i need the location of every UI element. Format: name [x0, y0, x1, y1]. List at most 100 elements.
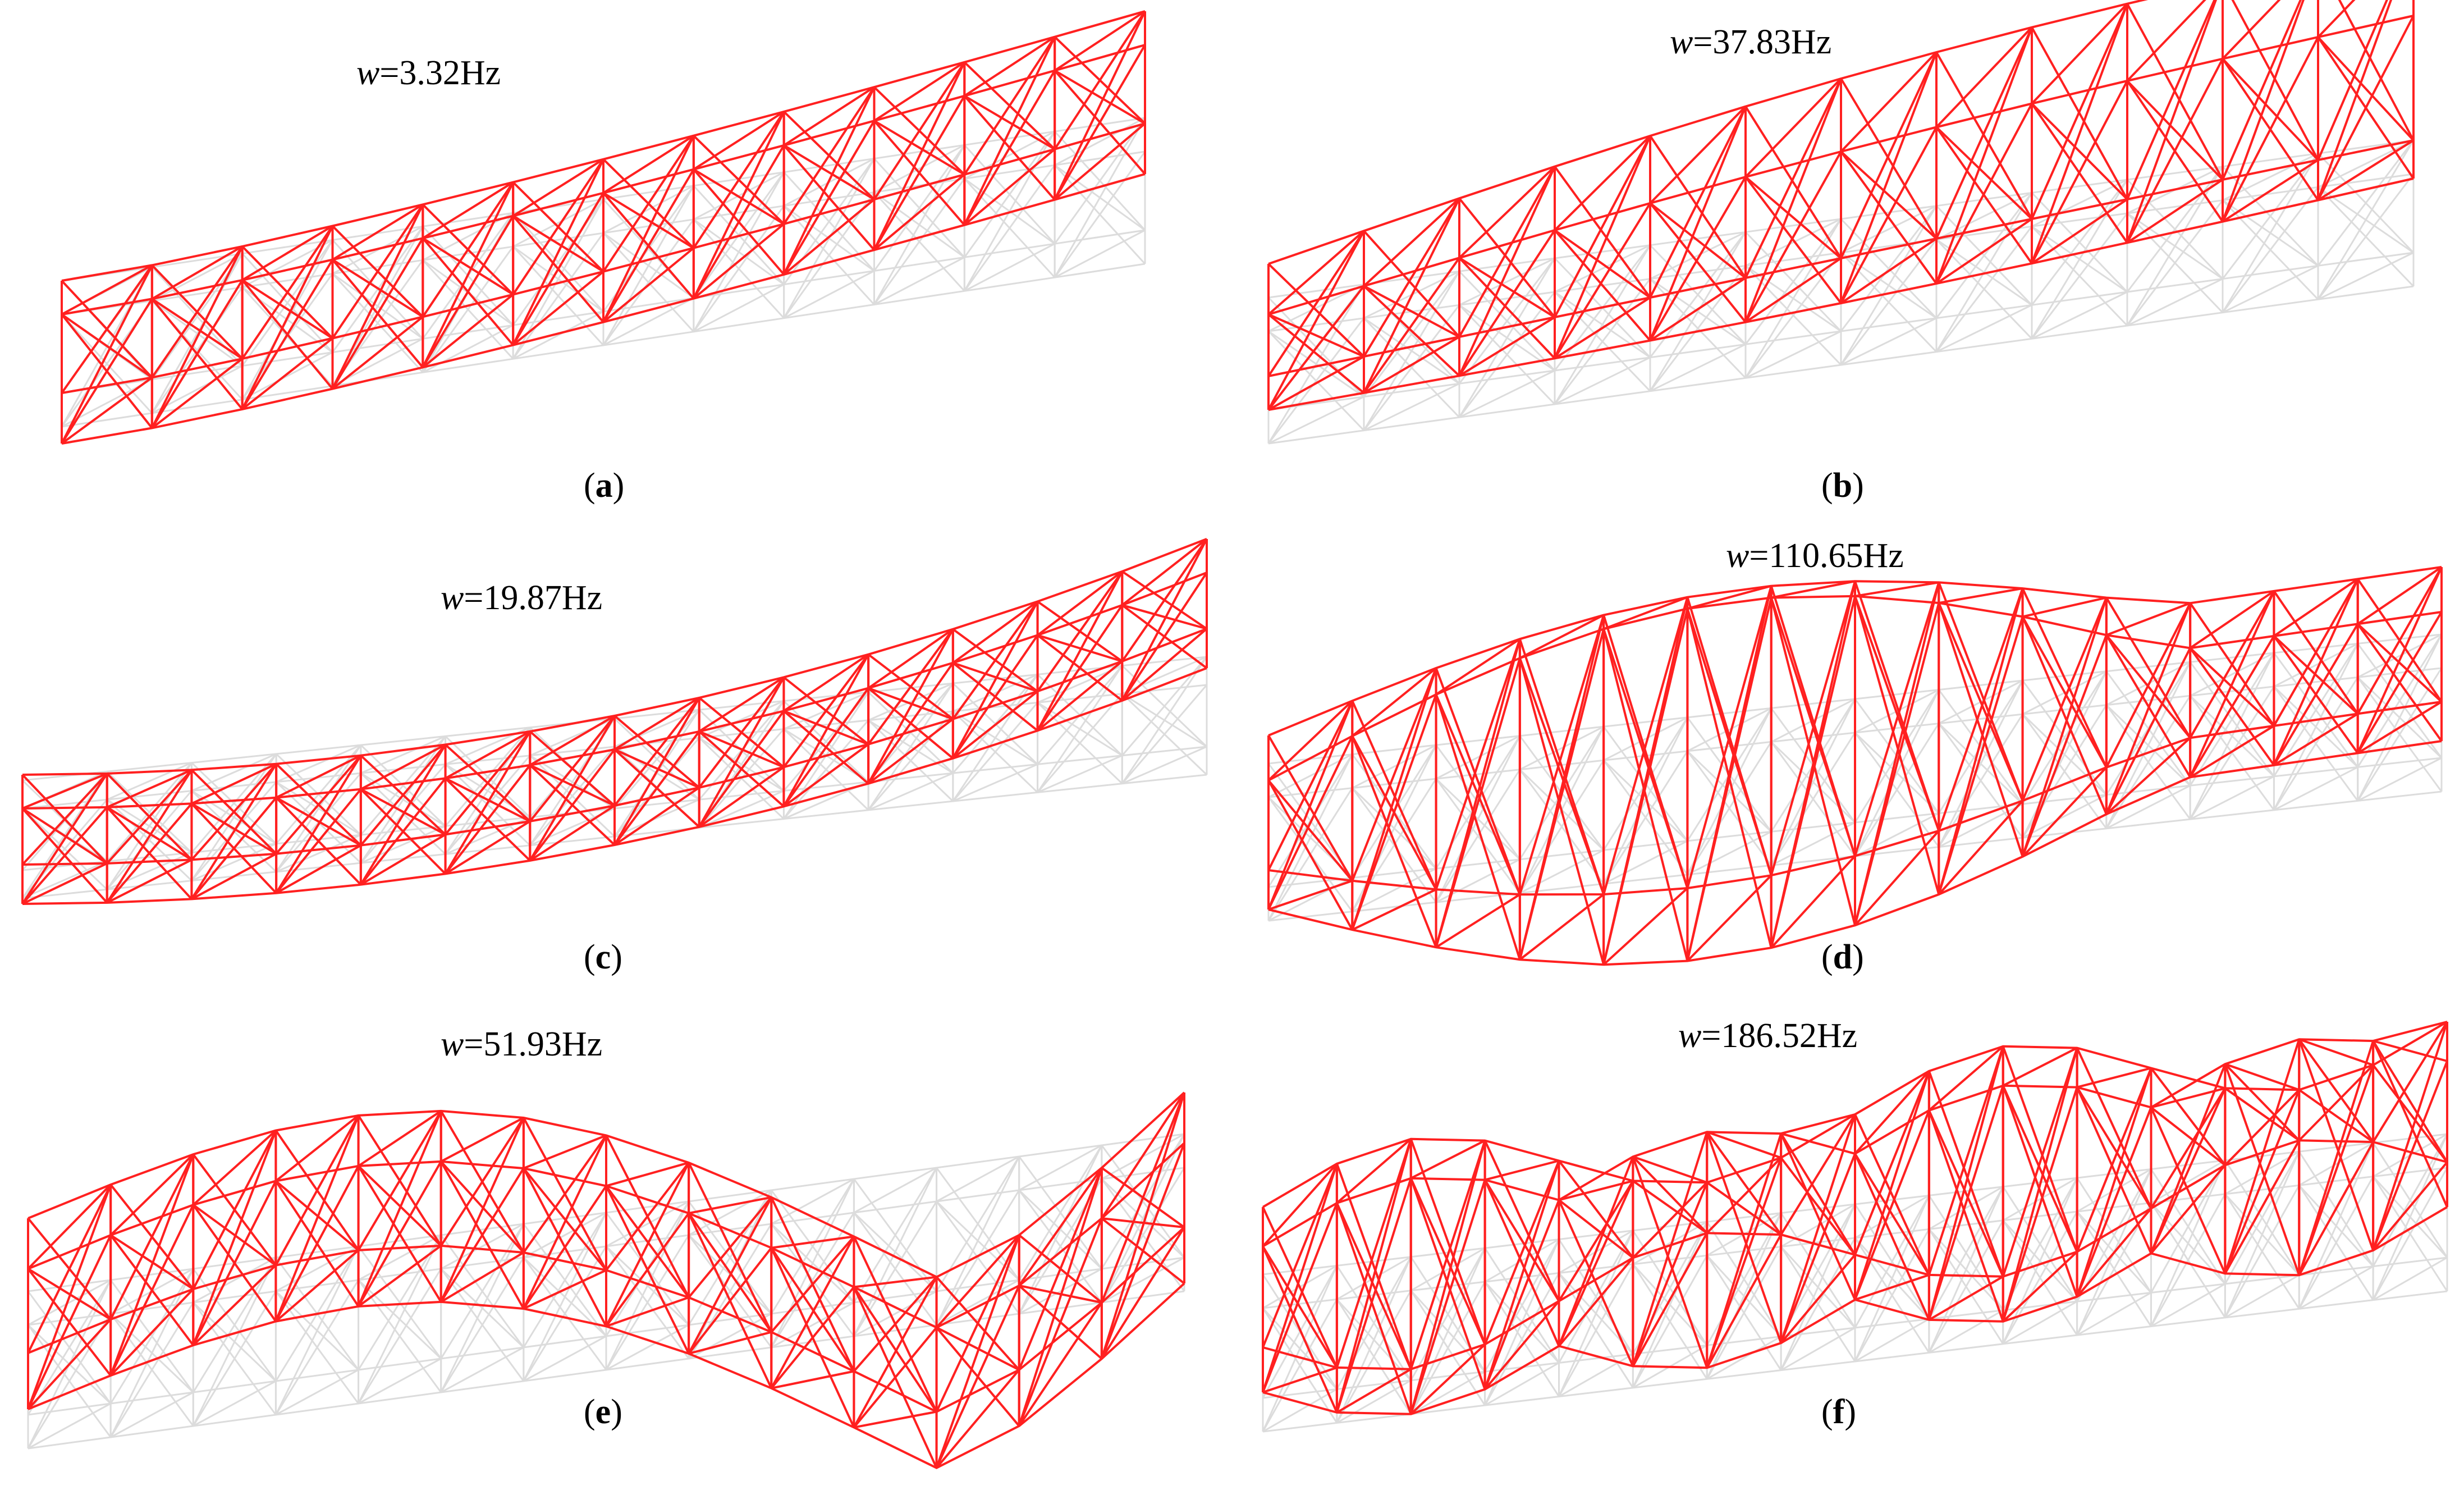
panel-d-deformed-diagonal — [2022, 596, 2107, 618]
panel-a-undeformed-diagonal — [241, 351, 333, 400]
panel-d-undeformed-diagonal — [2106, 784, 2191, 830]
panel-b-deformed-diagonal — [2317, 36, 2415, 141]
panel-c-deformed-diagonal — [698, 677, 785, 789]
panel-f-undeformed-diagonal — [2150, 1283, 2226, 1327]
panel-f-deformed-diagonal — [1335, 1203, 1412, 1415]
panel-f-undeformed-diagonal — [1336, 1256, 1412, 1423]
panel-d-deformed-diagonal — [1686, 586, 1773, 962]
panel-b-deformed-diagonal — [1744, 176, 1842, 304]
panel-a-deformed-diagonal — [332, 203, 424, 261]
panel-d-deformed-diagonal — [1518, 614, 1605, 895]
panel-e-deformed-diagonal — [358, 1245, 442, 1308]
panel-b-undeformed-diagonal — [1650, 231, 1746, 280]
panel-e-undeformed-diagonal — [936, 1156, 1020, 1326]
panel-a-deformed-diagonal — [151, 358, 243, 429]
panel-f-deformed-diagonal — [2150, 1164, 2226, 1254]
panel-f-undeformed-diagonal — [2298, 1142, 2374, 1309]
panel-c-deformed-diagonal — [613, 730, 700, 846]
panel-f-deformed-diagonal — [1854, 1153, 1930, 1276]
panel-a-deformed-diagonal — [693, 223, 785, 300]
panel-f-deformed-diagonal — [1262, 1366, 1338, 1393]
panel-f-undeformed-diagonal — [1410, 1247, 1486, 1415]
panel-a-deformed-diagonal — [873, 173, 965, 251]
panel-d-deformed-diagonal — [2273, 578, 2359, 726]
panel-e-deformed-diagonal — [771, 1370, 854, 1390]
panel-d-deformed-diagonal — [2273, 623, 2359, 766]
panel-e-undeformed-diagonal — [440, 1346, 524, 1393]
panel-f-undeformed-diagonal — [1706, 1213, 1782, 1379]
panel-e-undeformed-diagonal — [28, 1279, 111, 1326]
panel-b-deformed-diagonal — [1458, 198, 1556, 318]
panel-d-deformed-diagonal — [2189, 591, 2275, 778]
panel-d-deformed-diagonal — [1351, 668, 1437, 881]
panel-f-deformed-diagonal — [2076, 1086, 2152, 1209]
panel-b-deformed-diagonal — [1363, 285, 1460, 377]
panel-c-deformed-diagonal — [698, 676, 785, 733]
panel-c-deformed-diagonal — [276, 796, 361, 847]
panel-c-deformed-diagonal — [1121, 538, 1208, 701]
panel-a-undeformed-diagonal — [1054, 117, 1146, 166]
panel-f-deformed-diagonal — [2372, 1064, 2448, 1163]
panel-e-undeformed-diagonal — [28, 1402, 111, 1450]
panel-e-deformed-chord-tb — [28, 1091, 1185, 1278]
panel-f-deformed-diagonal — [2298, 1039, 2375, 1251]
panel-c-deformed-diagonal — [191, 802, 277, 855]
panel-d-deformed-diagonal — [1519, 893, 1605, 961]
panel-f-undeformed-diagonal — [2150, 1160, 2226, 1327]
panel-c-undeformed-diagonal — [613, 709, 700, 809]
panel-c-undeformed-diagonal — [1121, 684, 1208, 784]
panel-c-deformed-diagonal — [613, 697, 700, 807]
panel-f-undeformed-diagonal — [2298, 1142, 2374, 1186]
panel-b-deformed-diagonal — [1935, 103, 2033, 285]
frequency-label-a: w=3.32Hz — [356, 54, 501, 92]
panel-b-deformed-diagonal — [1744, 78, 1842, 278]
panel-f-undeformed-diagonal — [2372, 1167, 2448, 1301]
panel-f-deformed-diagonal — [1558, 1160, 1634, 1259]
panel-b-deformed-diagonal — [1363, 198, 1460, 394]
panel-b-undeformed-diagonal — [1744, 218, 1842, 345]
panel-b-deformed-diagonal — [1363, 197, 1460, 287]
panel-f-deformed-diagonal — [1483, 1179, 1560, 1347]
panel-b-deformed-diagonal — [1363, 285, 1460, 338]
panel-f-deformed-diagonal — [1484, 1300, 1560, 1390]
panel-f-deformed-diagonal — [2002, 1046, 2078, 1253]
panel-b-deformed-diagonal — [2222, 0, 2305, 222]
panel-d-deformed-diagonal — [2189, 590, 2275, 739]
panel-b-undeformed-diagonal — [2222, 153, 2319, 313]
panel-d-deformed-diagonal — [1938, 602, 2024, 857]
panel-f-deformed-diagonal — [1706, 1234, 1782, 1369]
panel-e-undeformed-diagonal — [853, 1290, 937, 1337]
panel-e-deformed-diagonal — [275, 1114, 359, 1182]
panel-c-deformed-diagonal — [698, 730, 785, 769]
panel-e-deformed-diagonal — [606, 1296, 689, 1328]
panel-d-undeformed-diagonal — [2357, 633, 2442, 678]
panel-d-deformed-diagonal — [2189, 647, 2275, 727]
panel-f-undeformed-diagonal — [1336, 1290, 1412, 1424]
panel-b-deformed-diagonal — [1268, 355, 1364, 411]
panel-d-deformed-diagonal — [2021, 597, 2108, 801]
panel-a-deformed-diagonal — [151, 298, 243, 360]
panel-f-deformed-diagonal — [2372, 1021, 2448, 1251]
panel-b-undeformed-diagonal — [2317, 173, 2415, 300]
panel-a-deformed-diagonal — [873, 61, 965, 122]
panel-f-deformed-diagonal — [1410, 1343, 1486, 1415]
panel-f-deformed-diagonal — [1854, 1110, 1930, 1300]
panel-d-deformed-diagonal — [2106, 602, 2191, 637]
panel-f-deformed-diagonal — [1854, 1070, 1930, 1155]
panel-d-deformed-diagonal — [2022, 766, 2108, 858]
panel-b-undeformed-diagonal — [2031, 213, 2128, 340]
panel-e-deformed-diagonal — [358, 1110, 442, 1167]
panel-f-undeformed-diagonal — [1632, 1221, 1708, 1388]
panel-b-undeformed-diagonal — [2126, 199, 2224, 326]
panel-d-undeformed-diagonal — [1687, 707, 1772, 752]
panel-f-deformed-diagonal — [2224, 1089, 2300, 1166]
panel-d-deformed-diagonal — [2021, 597, 2108, 857]
panel-d-deformed-diagonal — [2105, 737, 2191, 815]
panel-c-deformed-diagonal — [529, 715, 616, 766]
panel-b-deformed-diagonal — [2031, 80, 2128, 264]
panel-c-deformed-diagonal — [445, 730, 531, 780]
panel-b-undeformed-diagonal — [1267, 284, 1365, 444]
panel-e-deformed-diagonal — [192, 1130, 277, 1346]
panel-b-deformed-diagonal — [1458, 229, 1556, 377]
panel-b-deformed-diagonal — [1554, 229, 1651, 299]
